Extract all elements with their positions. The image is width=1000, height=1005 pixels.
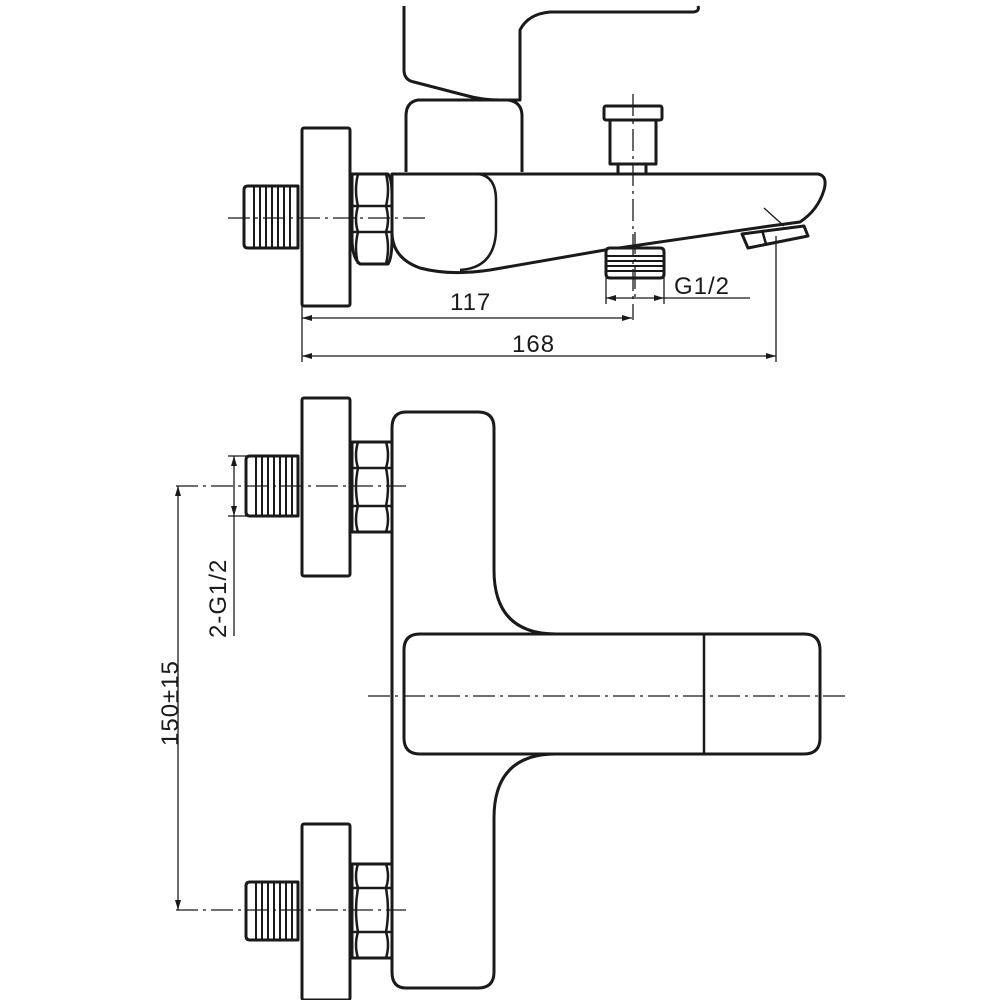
hex-nut [350,172,394,266]
side-view: 117 G1/2 168 [228,5,827,362]
lever-handle [402,5,700,102]
inlet-thread-side [242,184,300,250]
spout-aerator [740,224,810,250]
dimension-label-168: 168 [512,331,555,358]
dimension-label-inlet-threads: 2-G1/2 [205,559,232,638]
cartridge-housing [404,98,524,172]
dimension-label-117: 117 [450,289,491,316]
front-view: 2-G1/2 150±15 [157,396,846,1002]
dimension-117: 117 [302,289,632,321]
escutcheon-upper [300,396,352,578]
dimension-168: 168 [302,331,776,359]
dimension-inlet-spacing: 150±15 [157,486,184,910]
lever-front [402,632,822,756]
dimension-outlet-thread: G1/2 [606,273,750,301]
dimension-label-outlet-thread: G1/2 [674,273,730,300]
wall-escutcheon [300,126,352,308]
hex-nut-upper [350,440,394,534]
dimension-label-inlet-spacing: 150±15 [157,660,184,746]
dimension-inlet-threads: 2-G1/2 [205,456,237,638]
hex-nut-lower [350,862,394,960]
inlet-thread-lower [244,880,300,942]
escutcheon-lower [300,822,352,1002]
